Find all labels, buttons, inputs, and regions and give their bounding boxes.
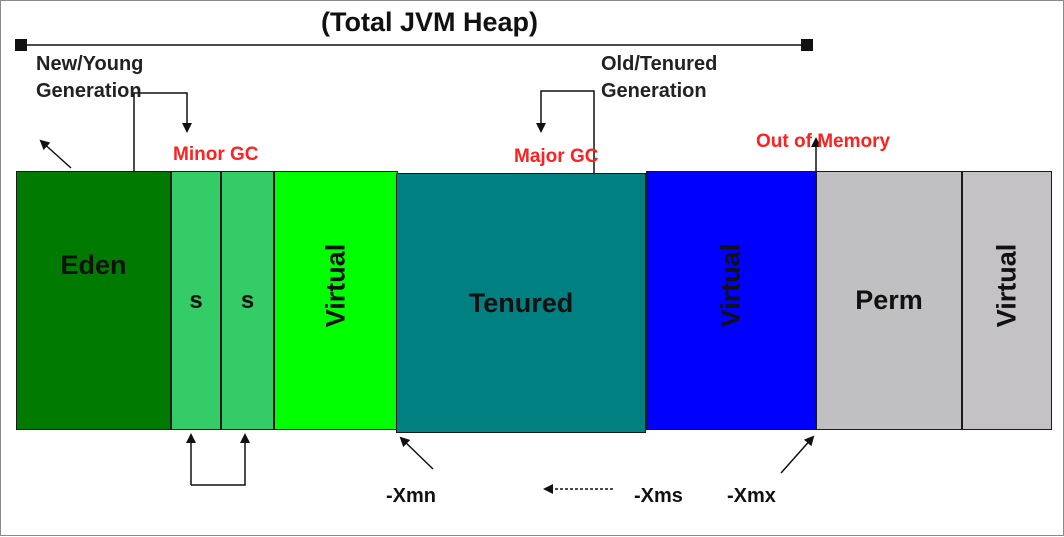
tenured-virtual-label: Virtual [715, 243, 746, 328]
eden-block: Eden [16, 171, 171, 430]
xmx-flag: -Xmx [727, 485, 776, 507]
new-young-generation-label: New/Young Generation [36, 51, 143, 105]
new-young-line1: New/Young [36, 53, 144, 75]
tenured-label: Tenured [468, 287, 574, 318]
survivor-swap-arrow-2 [191, 433, 250, 486]
old-tenured-generation-label: Old/Tenured Generation [601, 51, 717, 105]
major-gc-label: Major GC [514, 146, 599, 167]
diagram-title: (Total JVM Heap) [321, 7, 539, 37]
xmx-arrow [780, 435, 815, 474]
xmn-flag: -Xmn [386, 485, 436, 507]
perm-virtual-block: Virtual [962, 171, 1052, 430]
minor-gc-arrow [133, 92, 192, 171]
minor-gc-label: Minor GC [173, 144, 259, 165]
perm-virtual-label: Virtual [991, 243, 1022, 328]
new-young-line2: Generation [36, 80, 142, 102]
heap-span-line [15, 39, 813, 51]
out-of-memory-label: Out of Memory [756, 131, 891, 152]
eden-label: Eden [60, 250, 127, 280]
old-tenured-line2: Generation [601, 80, 707, 102]
survivor-label-2: s [240, 286, 255, 314]
perm-block: Perm [816, 171, 962, 430]
perm-label: Perm [855, 285, 923, 315]
young-virtual-label: Virtual [320, 243, 351, 328]
tenured-virtual-block: Virtual [646, 171, 816, 430]
xms-flag: -Xms [634, 485, 683, 507]
xmn-arrow [399, 436, 434, 470]
survivor-block-2: s [221, 171, 274, 430]
young-generation-arrow [39, 139, 72, 169]
survivor-label-1: s [189, 286, 203, 314]
survivor-block-1: s [171, 171, 221, 430]
young-virtual-block: Virtual [274, 171, 398, 430]
old-tenured-line1: Old/Tenured [601, 53, 718, 75]
major-gc-arrow [536, 90, 595, 176]
tenured-block: Tenured [396, 173, 646, 433]
